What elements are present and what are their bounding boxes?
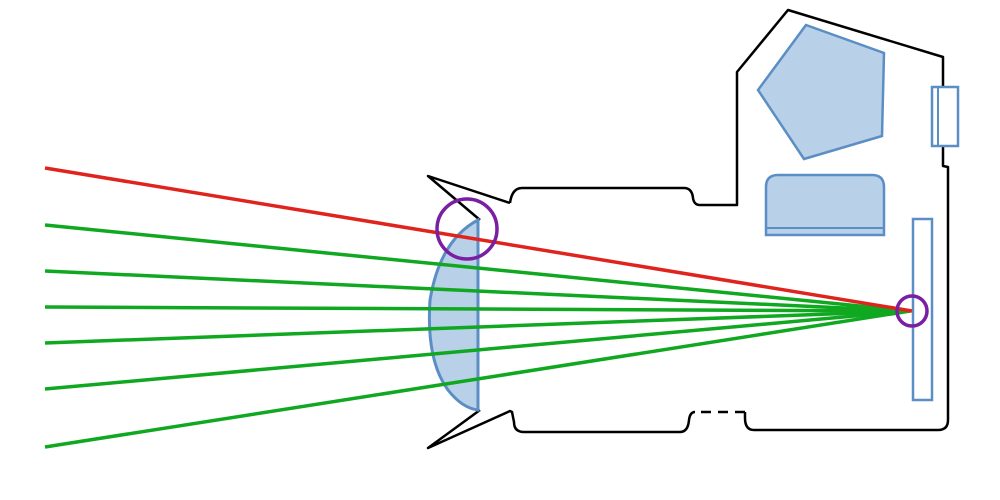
green-ray (44, 309, 911, 391)
pentaprism (756, 23, 886, 161)
eyepiece (930, 85, 960, 148)
focusing-screen (764, 173, 886, 237)
image-sensor (911, 217, 934, 402)
red-ray (44, 166, 913, 313)
lens-hood-top (426, 174, 511, 221)
camera-body-outline (426, 8, 950, 450)
green-ray (44, 309, 911, 449)
body-bottom (426, 408, 696, 450)
light-rays (44, 166, 913, 449)
body-top (508, 8, 950, 432)
focal-point-highlight-circle (895, 294, 929, 328)
green-ray (44, 305, 911, 313)
green-ray (44, 309, 911, 345)
green-ray (44, 223, 911, 313)
lens-edge-highlight-circle (435, 197, 499, 261)
green-ray (44, 269, 911, 313)
